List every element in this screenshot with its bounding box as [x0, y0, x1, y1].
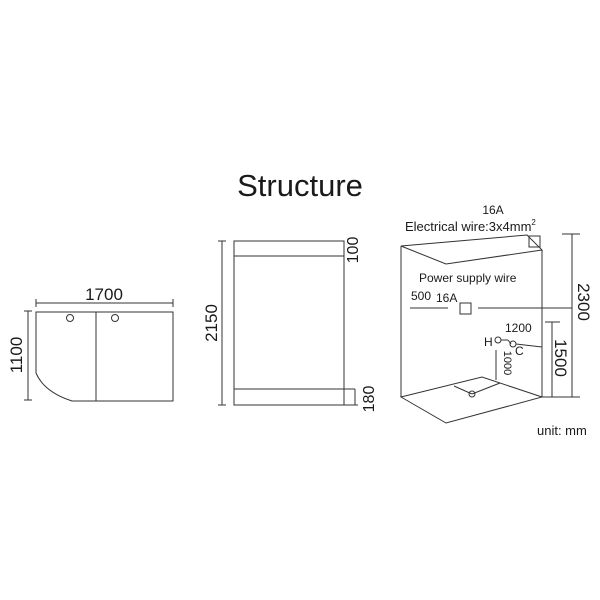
plan-view: 1700 1100: [7, 285, 174, 402]
top-band-label: 100: [345, 237, 362, 264]
socket-height-label: 1500: [551, 339, 570, 377]
diagram-title: Structure: [237, 168, 363, 203]
power-supply-label: Power supply wire: [419, 271, 517, 285]
tray-outline: [35, 311, 174, 402]
plan-depth-label: 1100: [7, 337, 26, 374]
floor-drain-icon: [468, 390, 476, 398]
hot-label: H: [484, 335, 493, 349]
electrical-wire-label: Electrical wire:3x4mm2: [405, 218, 536, 234]
drain-left-icon: [66, 314, 74, 322]
tap-spacing-label: 1200: [505, 321, 532, 335]
base-label: 180: [361, 386, 378, 413]
front-view: 2150 100 180: [202, 237, 378, 413]
drain-right-icon: [111, 314, 119, 322]
breaker-top-label: 16A: [482, 203, 503, 217]
installation-view: 16A Electrical wire:3x4mm2 Power supply …: [399, 203, 593, 438]
breaker-mid-label: 16A: [436, 291, 457, 305]
front-height-label: 2150: [202, 304, 221, 342]
plan-width-label: 1700: [85, 285, 123, 304]
unit-label: unit: mm: [537, 423, 587, 438]
cold-label: C: [515, 344, 524, 358]
total-height-label: 2300: [574, 283, 593, 321]
tap-height-label: 1000: [501, 351, 513, 375]
hot-tap-icon: [494, 336, 502, 344]
offset-label: 500: [411, 289, 431, 303]
junction-box-top-icon: [528, 235, 541, 248]
junction-box-mid-icon: [459, 302, 472, 315]
